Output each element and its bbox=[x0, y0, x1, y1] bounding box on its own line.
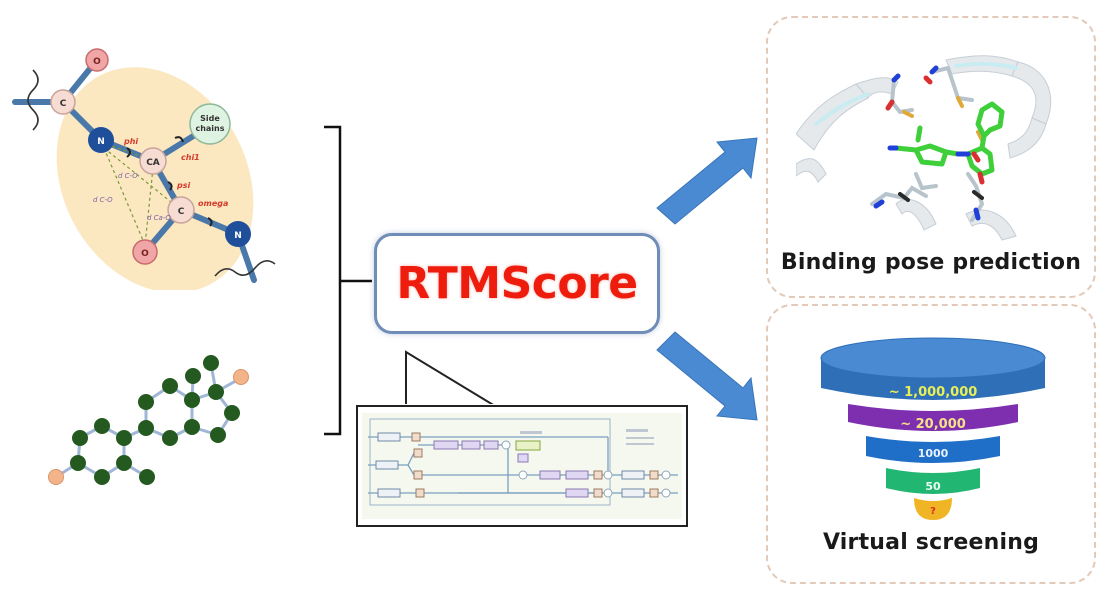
rtmscore-model-box: RTMScore bbox=[374, 233, 660, 334]
atom-n-left: N bbox=[88, 127, 114, 153]
funnel-level-4: 50 bbox=[886, 468, 980, 494]
atom-o-top: O bbox=[85, 48, 109, 72]
arrow-to-virtual-screening bbox=[656, 331, 758, 421]
chain-continuation-left bbox=[27, 69, 39, 131]
ligand-heteroatoms bbox=[873, 65, 985, 221]
callout-tail bbox=[400, 350, 505, 408]
atom-o-bottom: O bbox=[132, 239, 158, 265]
funnel-level-1: ~ 1,000,000 bbox=[820, 337, 1046, 400]
svg-text:?: ? bbox=[930, 506, 936, 517]
svg-text:O: O bbox=[93, 57, 101, 67]
network-architecture-thumbnail bbox=[362, 413, 682, 519]
ligand-carbon-atoms bbox=[70, 355, 240, 485]
protein-ligand-complex-render bbox=[796, 55, 1052, 241]
svg-text:O: O bbox=[141, 249, 149, 259]
distance-lines bbox=[100, 141, 182, 246]
angle-phi-label: phi bbox=[123, 137, 138, 146]
distance-label-2: d C-O bbox=[93, 196, 113, 204]
atom-c-mid: C bbox=[167, 196, 195, 224]
input-bracket bbox=[324, 125, 372, 436]
virtual-screening-label: Virtual screening bbox=[822, 530, 1040, 555]
rtmscore-title: RTMScore bbox=[396, 258, 638, 309]
distance-label-1: d C-O bbox=[118, 172, 138, 180]
funnel-level-2: ~ 20,000 bbox=[848, 404, 1018, 432]
residue-carbon-sticks bbox=[898, 190, 984, 202]
protein-residue-graph: O C N CA Side chains C N O phi chi1 psi … bbox=[12, 48, 276, 290]
binding-pose-label: Binding pose prediction bbox=[780, 250, 1082, 275]
ligand-molecular-graph bbox=[48, 355, 249, 485]
angle-psi-label: psi bbox=[176, 181, 190, 190]
svg-text:CA: CA bbox=[146, 158, 160, 168]
side-chains-node: Side chains bbox=[189, 103, 231, 145]
virtual-screening-panel: ~ 1,000,000 ~ 20,000 1000 50 ? Virtual s… bbox=[766, 304, 1096, 584]
svg-text:~ 20,000: ~ 20,000 bbox=[900, 417, 966, 432]
binding-pose-panel: Binding pose prediction bbox=[766, 16, 1096, 298]
atom-ca: CA bbox=[139, 147, 167, 175]
chain-continuation-right bbox=[214, 260, 276, 277]
torsion-arrows bbox=[126, 136, 213, 227]
arrow-to-binding-pose bbox=[656, 137, 758, 225]
svg-text:50: 50 bbox=[925, 480, 941, 493]
sulfur-atoms bbox=[902, 96, 984, 142]
ligand-sticks bbox=[893, 101, 1005, 177]
atom-c-left: C bbox=[50, 89, 76, 115]
distance-label-3: d Ca-O bbox=[147, 214, 171, 222]
funnel-level-5: ? bbox=[914, 498, 952, 520]
svg-text:C: C bbox=[60, 99, 67, 109]
ligand-hetero-atoms bbox=[48, 369, 249, 485]
screening-funnel: ~ 1,000,000 ~ 20,000 1000 50 ? bbox=[820, 337, 1046, 520]
svg-text:~ 1,000,000: ~ 1,000,000 bbox=[889, 385, 978, 400]
angle-chi-label: chi1 bbox=[181, 153, 200, 162]
svg-text:N: N bbox=[97, 137, 105, 147]
svg-text:C: C bbox=[178, 207, 185, 217]
svg-text:1000: 1000 bbox=[918, 447, 949, 460]
atom-n-right: N bbox=[225, 221, 251, 247]
angle-omega-label: omega bbox=[198, 199, 228, 208]
funnel-level-3: 1000 bbox=[866, 436, 1000, 463]
svg-text:chains: chains bbox=[195, 124, 224, 133]
architecture-diagram-callout bbox=[356, 405, 688, 527]
svg-text:Side: Side bbox=[200, 114, 220, 123]
svg-text:N: N bbox=[234, 231, 242, 241]
protein-ribbon-highlights bbox=[814, 61, 1018, 126]
